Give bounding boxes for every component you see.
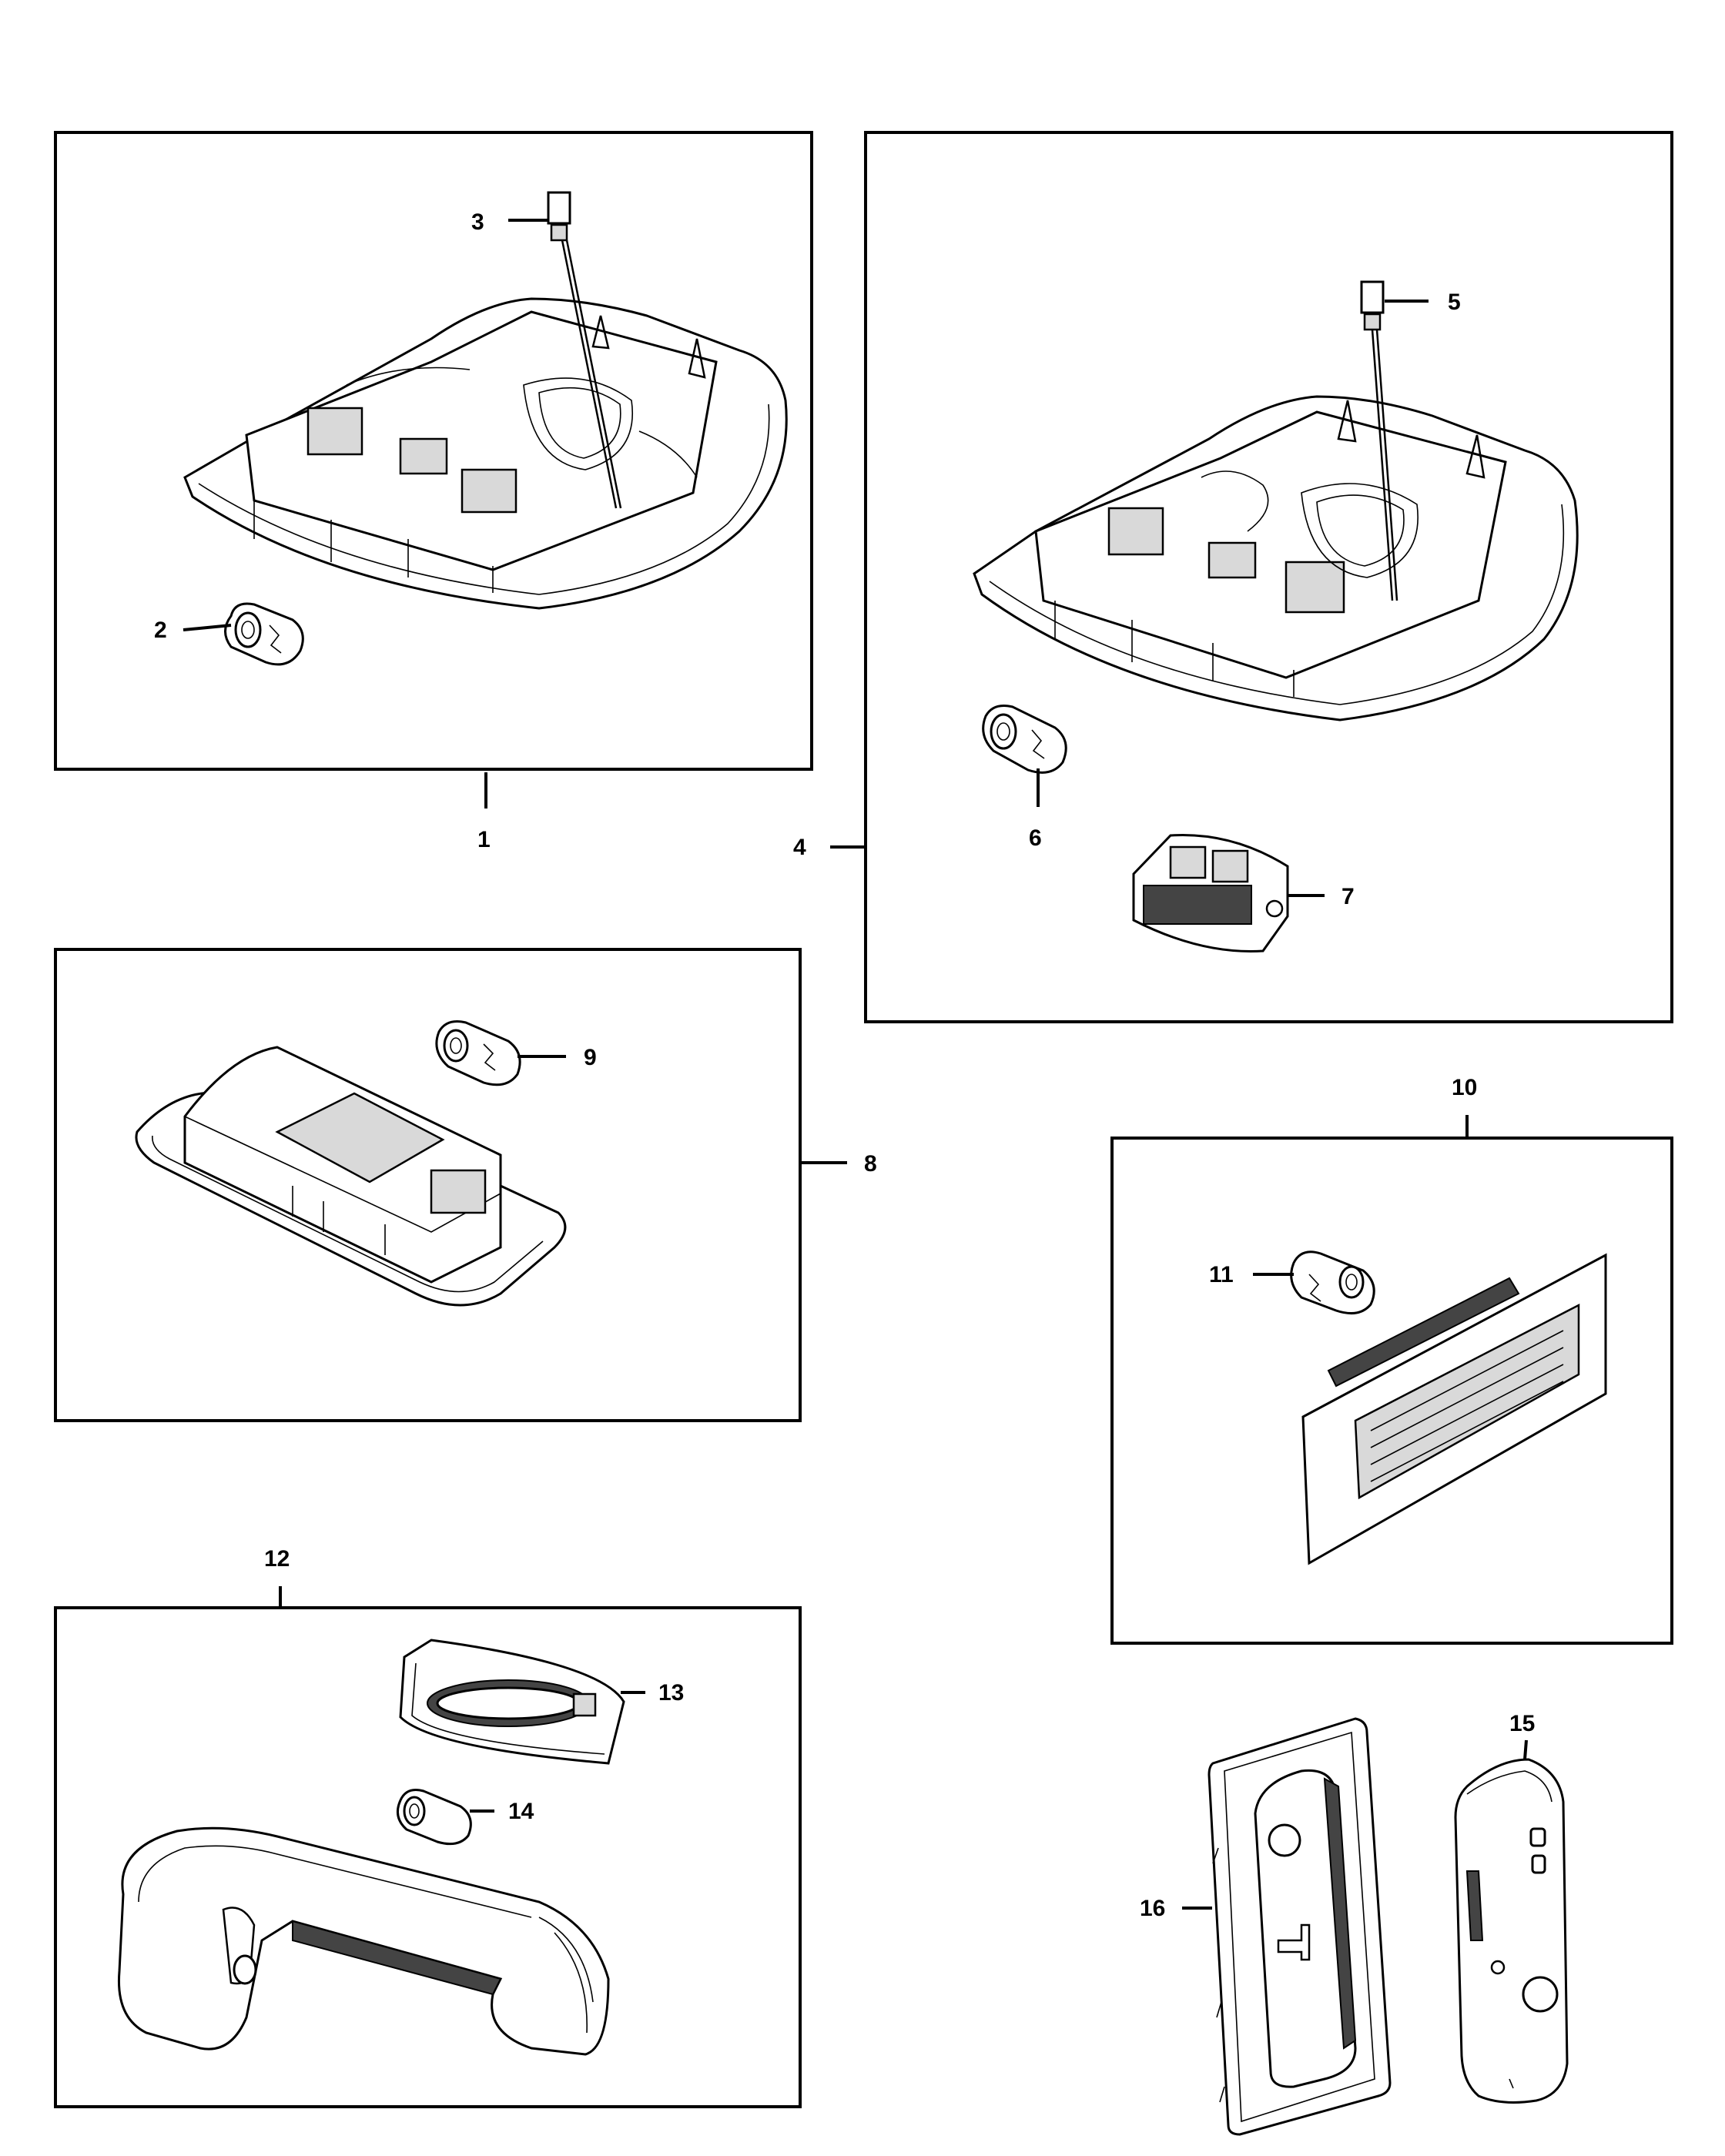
cargo-lamp-icon (1301, 1253, 1607, 1565)
callout-13: 13 (658, 1680, 684, 1706)
callout-16: 16 (1140, 1896, 1165, 1921)
item-15: 15 (1454, 1711, 1569, 2104)
key-fob-icon (1454, 1758, 1569, 2104)
bulb-icon (982, 705, 1067, 774)
overhead-console-icon (973, 395, 1579, 721)
item-16: 16 (1140, 1717, 1392, 2136)
callout-15: 15 (1509, 1711, 1535, 1736)
group-1: 3 2 1 (54, 131, 813, 852)
dome-lamp-icon (1132, 834, 1289, 952)
switch-panel-icon (1208, 1717, 1392, 2136)
grab-handle-icon (117, 1826, 610, 2056)
callout-12: 12 (264, 1546, 290, 1572)
group-10: 10 11 (1110, 1075, 1673, 1645)
callout-2: 2 (154, 618, 167, 643)
callout-14: 14 (508, 1799, 534, 1824)
switch-panel-icon (399, 1639, 625, 1765)
callout-9: 9 (584, 1045, 597, 1070)
group-1-frame (54, 131, 813, 771)
callout-6: 6 (1029, 825, 1042, 851)
bulb-icon (435, 1020, 521, 1086)
group-10-frame (1110, 1137, 1673, 1645)
group-8: 9 8 (54, 948, 877, 1422)
callout-3: 3 (471, 209, 484, 235)
callout-5: 5 (1448, 290, 1461, 315)
dome-lamp-icon (135, 1046, 567, 1307)
connector-icon (547, 191, 622, 509)
callout-1: 1 (477, 827, 491, 852)
callout-8: 8 (864, 1151, 877, 1177)
bulb-icon (224, 602, 304, 666)
group-12: 12 13 14 (54, 1546, 802, 2108)
bulb-icon (1290, 1250, 1375, 1315)
callout-7: 7 (1341, 884, 1355, 909)
group-4-frame (864, 131, 1673, 1023)
callout-11: 11 (1209, 1262, 1234, 1287)
overhead-console-icon (183, 297, 788, 610)
connector-icon (1360, 280, 1398, 601)
callout-4: 4 (793, 835, 806, 860)
group-8-frame (54, 948, 802, 1422)
group-4: 5 6 7 4 (793, 131, 1673, 1023)
group-12-frame (54, 1606, 802, 2108)
bulb-icon (396, 1789, 472, 1846)
callout-10: 10 (1452, 1075, 1477, 1100)
